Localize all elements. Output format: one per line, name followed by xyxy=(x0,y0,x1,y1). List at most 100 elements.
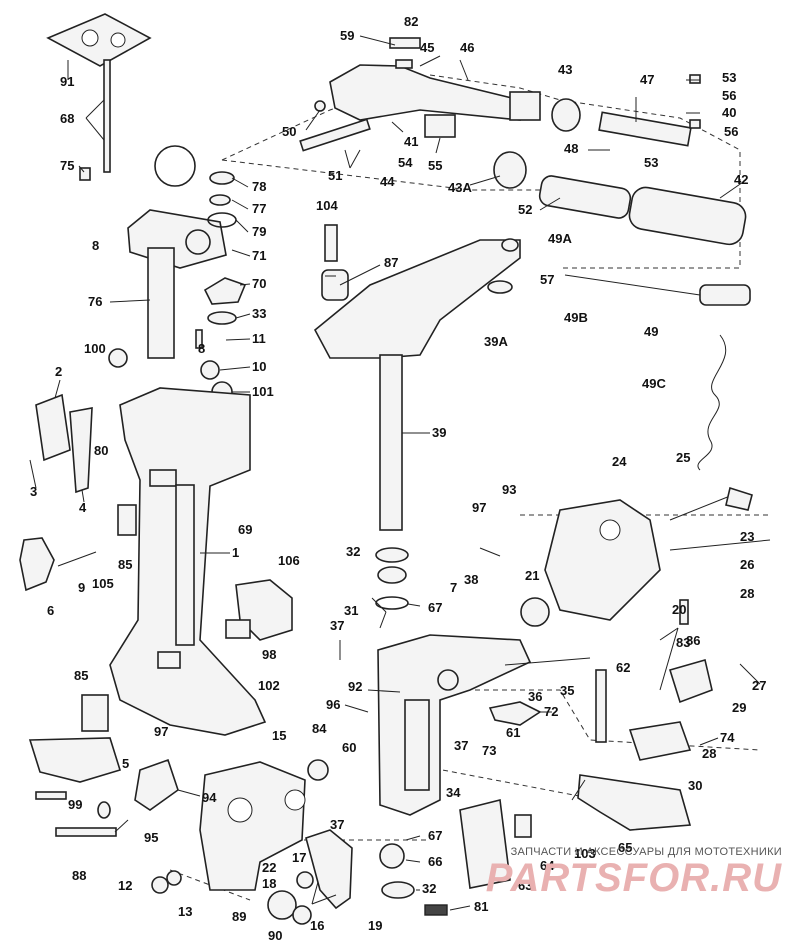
part-swivel-bracket-15 xyxy=(97,758,353,925)
callout-25: 25 xyxy=(676,450,690,465)
callout-18: 18 xyxy=(262,876,276,891)
callout-57: 57 xyxy=(540,272,554,287)
callout-10: 10 xyxy=(252,359,266,374)
callout-49A: 49A xyxy=(548,231,572,246)
callout-86: 86 xyxy=(686,633,700,648)
callout-45: 45 xyxy=(420,40,434,55)
callout-102: 102 xyxy=(258,678,280,693)
leader-lines xyxy=(29,35,761,911)
watermark-subtitle: ЗАПЧАСТИ И АКСЕССУАРЫ ДЛЯ МОТОТЕХНИКИ xyxy=(510,846,782,858)
callout-95: 95 xyxy=(144,830,158,845)
callout-6: 6 xyxy=(47,603,54,618)
callout-56a: 56 xyxy=(722,88,736,103)
callout-69: 69 xyxy=(238,522,252,537)
callout-103: 103 xyxy=(574,846,596,861)
callout-43A: 43A xyxy=(448,180,472,195)
callout-76: 76 xyxy=(88,294,102,309)
callout-8a: 8 xyxy=(92,238,99,253)
callout-92: 92 xyxy=(348,679,362,694)
part-throttle-grip-42 xyxy=(493,74,747,246)
callout-56b: 56 xyxy=(724,124,738,139)
callout-8b: 8 xyxy=(198,341,205,356)
callout-55: 55 xyxy=(428,158,442,173)
callout-12: 12 xyxy=(118,878,132,893)
callout-77: 77 xyxy=(252,201,266,216)
callout-59: 59 xyxy=(340,28,354,43)
callout-17: 17 xyxy=(292,850,306,865)
callout-2: 2 xyxy=(55,364,62,379)
callout-47: 47 xyxy=(640,72,654,87)
part-clamp-bracket-24 xyxy=(520,486,771,627)
part-exhaust-housing-76 xyxy=(127,209,227,359)
part-shaft-39 xyxy=(375,354,409,610)
callout-35: 35 xyxy=(560,683,574,698)
part-mount-106 xyxy=(225,579,293,641)
callout-32a: 32 xyxy=(346,544,360,559)
callout-99: 99 xyxy=(68,797,82,812)
callout-61: 61 xyxy=(506,725,520,740)
callout-53a: 53 xyxy=(722,70,736,85)
callout-28b: 28 xyxy=(702,746,716,761)
callout-34: 34 xyxy=(446,785,461,800)
callout-5: 5 xyxy=(122,756,129,771)
callout-85b: 85 xyxy=(74,668,88,683)
callout-44: 44 xyxy=(380,174,395,189)
callout-28a: 28 xyxy=(740,586,754,601)
callout-9: 9 xyxy=(78,580,85,595)
callout-38: 38 xyxy=(464,572,478,587)
callout-37c: 37 xyxy=(330,817,344,832)
part-bracket-70 xyxy=(108,277,247,403)
callout-29: 29 xyxy=(732,700,746,715)
callout-84: 84 xyxy=(312,721,327,736)
callout-49C: 49C xyxy=(642,376,666,391)
part-side-brackets xyxy=(19,393,137,837)
callout-93: 93 xyxy=(502,482,516,497)
callout-54: 54 xyxy=(398,155,413,170)
callout-67b: 67 xyxy=(428,828,442,843)
part-gasket-91 xyxy=(46,13,152,67)
callout-24: 24 xyxy=(612,454,627,469)
callout-85a: 85 xyxy=(118,557,132,572)
callout-23: 23 xyxy=(740,529,754,544)
callout-46: 46 xyxy=(460,40,474,55)
callout-19: 19 xyxy=(368,918,382,933)
callout-74: 74 xyxy=(720,730,735,745)
callout-42: 42 xyxy=(734,172,748,187)
callout-62: 62 xyxy=(616,660,630,675)
callout-98: 98 xyxy=(262,647,276,662)
part-rod-68 xyxy=(79,59,111,181)
part-rings-77-79 xyxy=(154,145,237,228)
callout-60: 60 xyxy=(342,740,356,755)
callout-91: 91 xyxy=(60,74,74,89)
callout-1: 1 xyxy=(232,545,239,560)
callout-11: 11 xyxy=(252,331,266,346)
callout-21: 21 xyxy=(525,568,539,583)
callout-39: 39 xyxy=(432,425,446,440)
callout-97b: 97 xyxy=(154,724,168,739)
callout-40: 40 xyxy=(722,105,736,120)
callout-83: 83 xyxy=(676,635,690,650)
callout-101: 101 xyxy=(252,384,274,399)
callout-33: 33 xyxy=(252,306,266,321)
callout-3: 3 xyxy=(30,484,37,499)
callout-68: 68 xyxy=(60,111,74,126)
callout-52: 52 xyxy=(518,202,532,217)
callout-labels: 1 2 3 4 5 6 7 8 9 10 11 12 13 15 16 17 1… xyxy=(30,14,766,943)
callout-78: 78 xyxy=(252,179,266,194)
callout-82: 82 xyxy=(404,14,418,29)
callout-50: 50 xyxy=(282,124,296,139)
callout-53b: 53 xyxy=(644,155,658,170)
callout-4: 4 xyxy=(79,500,87,515)
callout-20: 20 xyxy=(672,602,686,617)
part-springs xyxy=(514,599,689,838)
part-brackets-29-30-65 xyxy=(307,658,713,916)
callout-79: 79 xyxy=(252,224,266,239)
callout-51: 51 xyxy=(328,168,342,183)
callout-39A: 39A xyxy=(484,334,508,349)
watermark-logo: PARTSFOR.RU xyxy=(485,856,782,900)
callout-67a: 67 xyxy=(428,600,442,615)
callout-75: 75 xyxy=(60,158,74,173)
callout-71: 71 xyxy=(252,248,266,263)
callout-7: 7 xyxy=(450,580,457,595)
